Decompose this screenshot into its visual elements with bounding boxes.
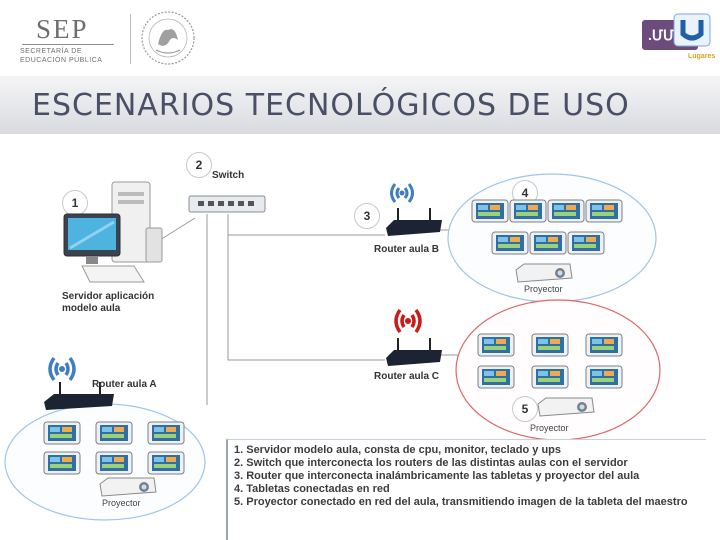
wifi-signal-a-icon <box>48 356 76 382</box>
router-c-icon <box>386 338 442 366</box>
tablets-b-group <box>471 199 623 255</box>
router-a-label: Router aula A <box>92 379 157 390</box>
projector-c-number-badge: 5 <box>512 396 538 422</box>
legend-box: 1. Servidor modelo aula, consta de cpu, … <box>226 439 706 540</box>
tablets-a-group <box>43 421 185 475</box>
u-brand-icon: .ՄՄ Lugares <box>642 13 715 60</box>
server-label-line2: modelo aula <box>62 303 121 314</box>
legend-item-3: 3. Router que interconecta inalámbricame… <box>234 470 640 482</box>
brand-caption: Lugares <box>688 53 715 60</box>
wifi-signal-c-icon <box>394 308 422 334</box>
projector-b-label: Proyector <box>524 284 563 294</box>
tablets-c-group <box>477 333 623 389</box>
sep-logo-word: SEP <box>36 14 89 44</box>
logo-divider <box>130 14 131 64</box>
projector-b-icon <box>515 263 573 283</box>
projector-c-label: Proyector <box>530 423 569 433</box>
switch-label: Switch <box>212 170 245 181</box>
legend-item-2: 2. Switch que interconecta los routers d… <box>234 457 628 469</box>
server-label-line1: Servidor aplicación <box>62 291 155 302</box>
title-band <box>0 76 720 134</box>
sep-logo-rule <box>22 44 114 45</box>
legend-item-5: 5. Proyector conectado en red del aula, … <box>234 496 688 508</box>
router-c-label: Router aula C <box>374 371 440 382</box>
projector-c-icon <box>537 397 595 417</box>
server-number-badge: 1 <box>62 190 88 216</box>
server-computer-icon <box>63 181 163 283</box>
router-b-icon <box>386 208 442 236</box>
sep-logo-line1: SECRETARÍA DE <box>20 48 82 55</box>
router-b-number-badge: 3 <box>354 203 380 229</box>
wifi-signal-b-icon <box>390 183 414 203</box>
projector-a-label: Proyector <box>102 498 141 508</box>
switch-number-badge: 2 <box>186 152 212 178</box>
network-switch-icon <box>188 195 266 213</box>
legend-item-4: 4. Tabletas conectadas en red <box>234 483 390 495</box>
mexico-coat-of-arms-icon <box>141 11 195 65</box>
projector-a-icon <box>99 477 157 497</box>
legend-item-1: 1. Servidor modelo aula, consta de cpu, … <box>234 444 562 456</box>
router-b-label: Router aula B <box>374 244 440 255</box>
router-a-icon <box>44 382 114 410</box>
page-title: ESCENARIOS TECNOLÓGICOS DE USO <box>32 88 630 123</box>
sep-logo-line2: EDUCACIÓN PÚBLICA <box>20 57 103 64</box>
svg-text:.ՄՄ: .ՄՄ <box>648 27 675 43</box>
